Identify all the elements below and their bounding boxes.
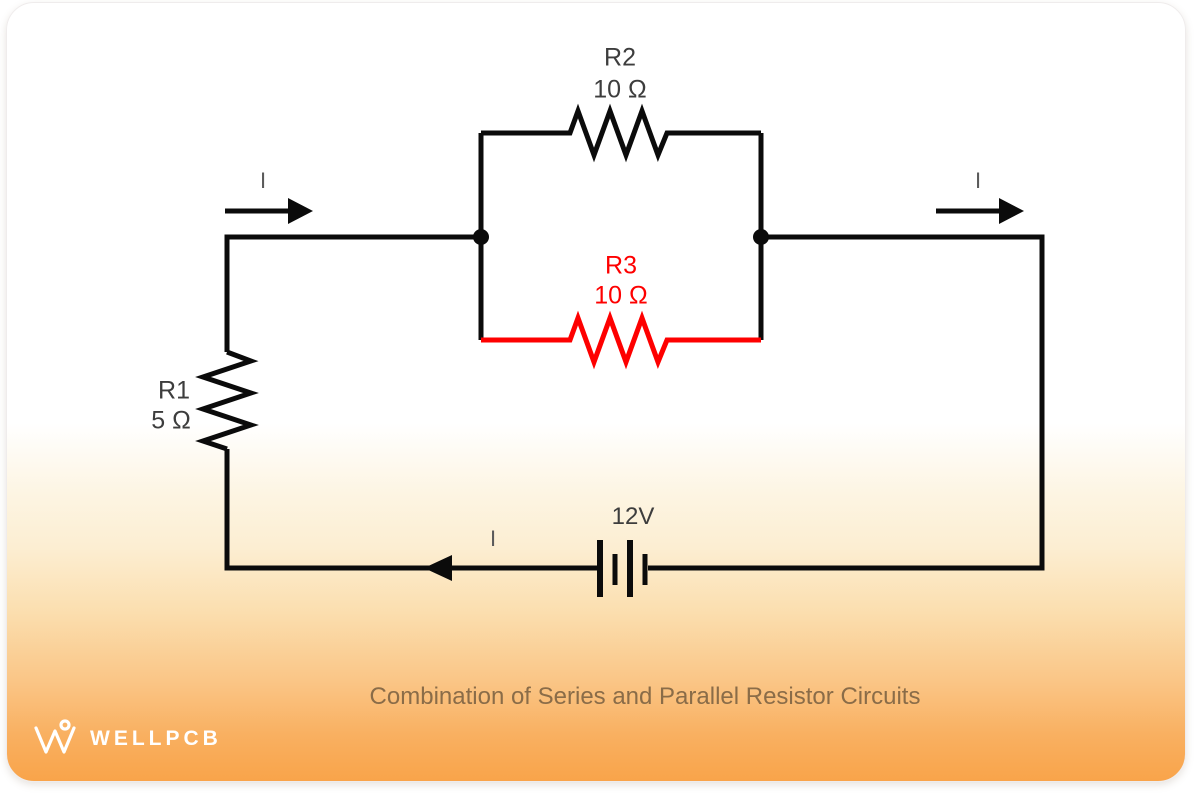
junction-node-right bbox=[753, 229, 769, 245]
wire-bottom-left bbox=[224, 449, 598, 571]
r1-name-label: R1 bbox=[158, 376, 190, 405]
logo-pin-circle bbox=[59, 719, 71, 731]
current-label-top-left: I bbox=[259, 168, 267, 193]
wire-bottom-right bbox=[648, 234, 1045, 571]
resistor-r1-zigzag bbox=[195, 349, 259, 452]
r1-value-label: 5 Ω bbox=[151, 406, 191, 435]
wires bbox=[195, 103, 1045, 571]
diagram-card bbox=[6, 2, 1186, 782]
diagram-caption: Combination of Series and Parallel Resis… bbox=[369, 683, 921, 710]
current-arrows bbox=[225, 198, 1024, 581]
current-label-top-right: I bbox=[974, 168, 982, 193]
current-arrowhead-bottom bbox=[424, 555, 452, 581]
r3-value-label: 10 Ω bbox=[594, 281, 648, 310]
resistor-r2-zigzag bbox=[481, 103, 761, 163]
battery-voltage-label: 12V bbox=[611, 503, 655, 530]
wellpcb-logo: WELLPCB bbox=[32, 718, 222, 760]
r2-name-label: R2 bbox=[604, 43, 636, 72]
wellpcb-logo-text: WELLPCB bbox=[90, 727, 222, 750]
battery-symbol bbox=[597, 540, 648, 597]
current-arrowhead-top-right bbox=[999, 198, 1024, 224]
junction-node-left bbox=[473, 229, 489, 245]
resistor-r3-zigzag bbox=[481, 310, 761, 370]
current-arrowhead-top-left bbox=[288, 198, 313, 224]
logo-w-glyph bbox=[34, 726, 76, 754]
r2-value-label: 10 Ω bbox=[593, 75, 647, 104]
current-label-bottom: I bbox=[489, 526, 497, 551]
wire-top-left bbox=[224, 234, 480, 352]
wellpcb-w-icon bbox=[34, 719, 76, 754]
r3-name-label: R3 bbox=[605, 251, 637, 280]
